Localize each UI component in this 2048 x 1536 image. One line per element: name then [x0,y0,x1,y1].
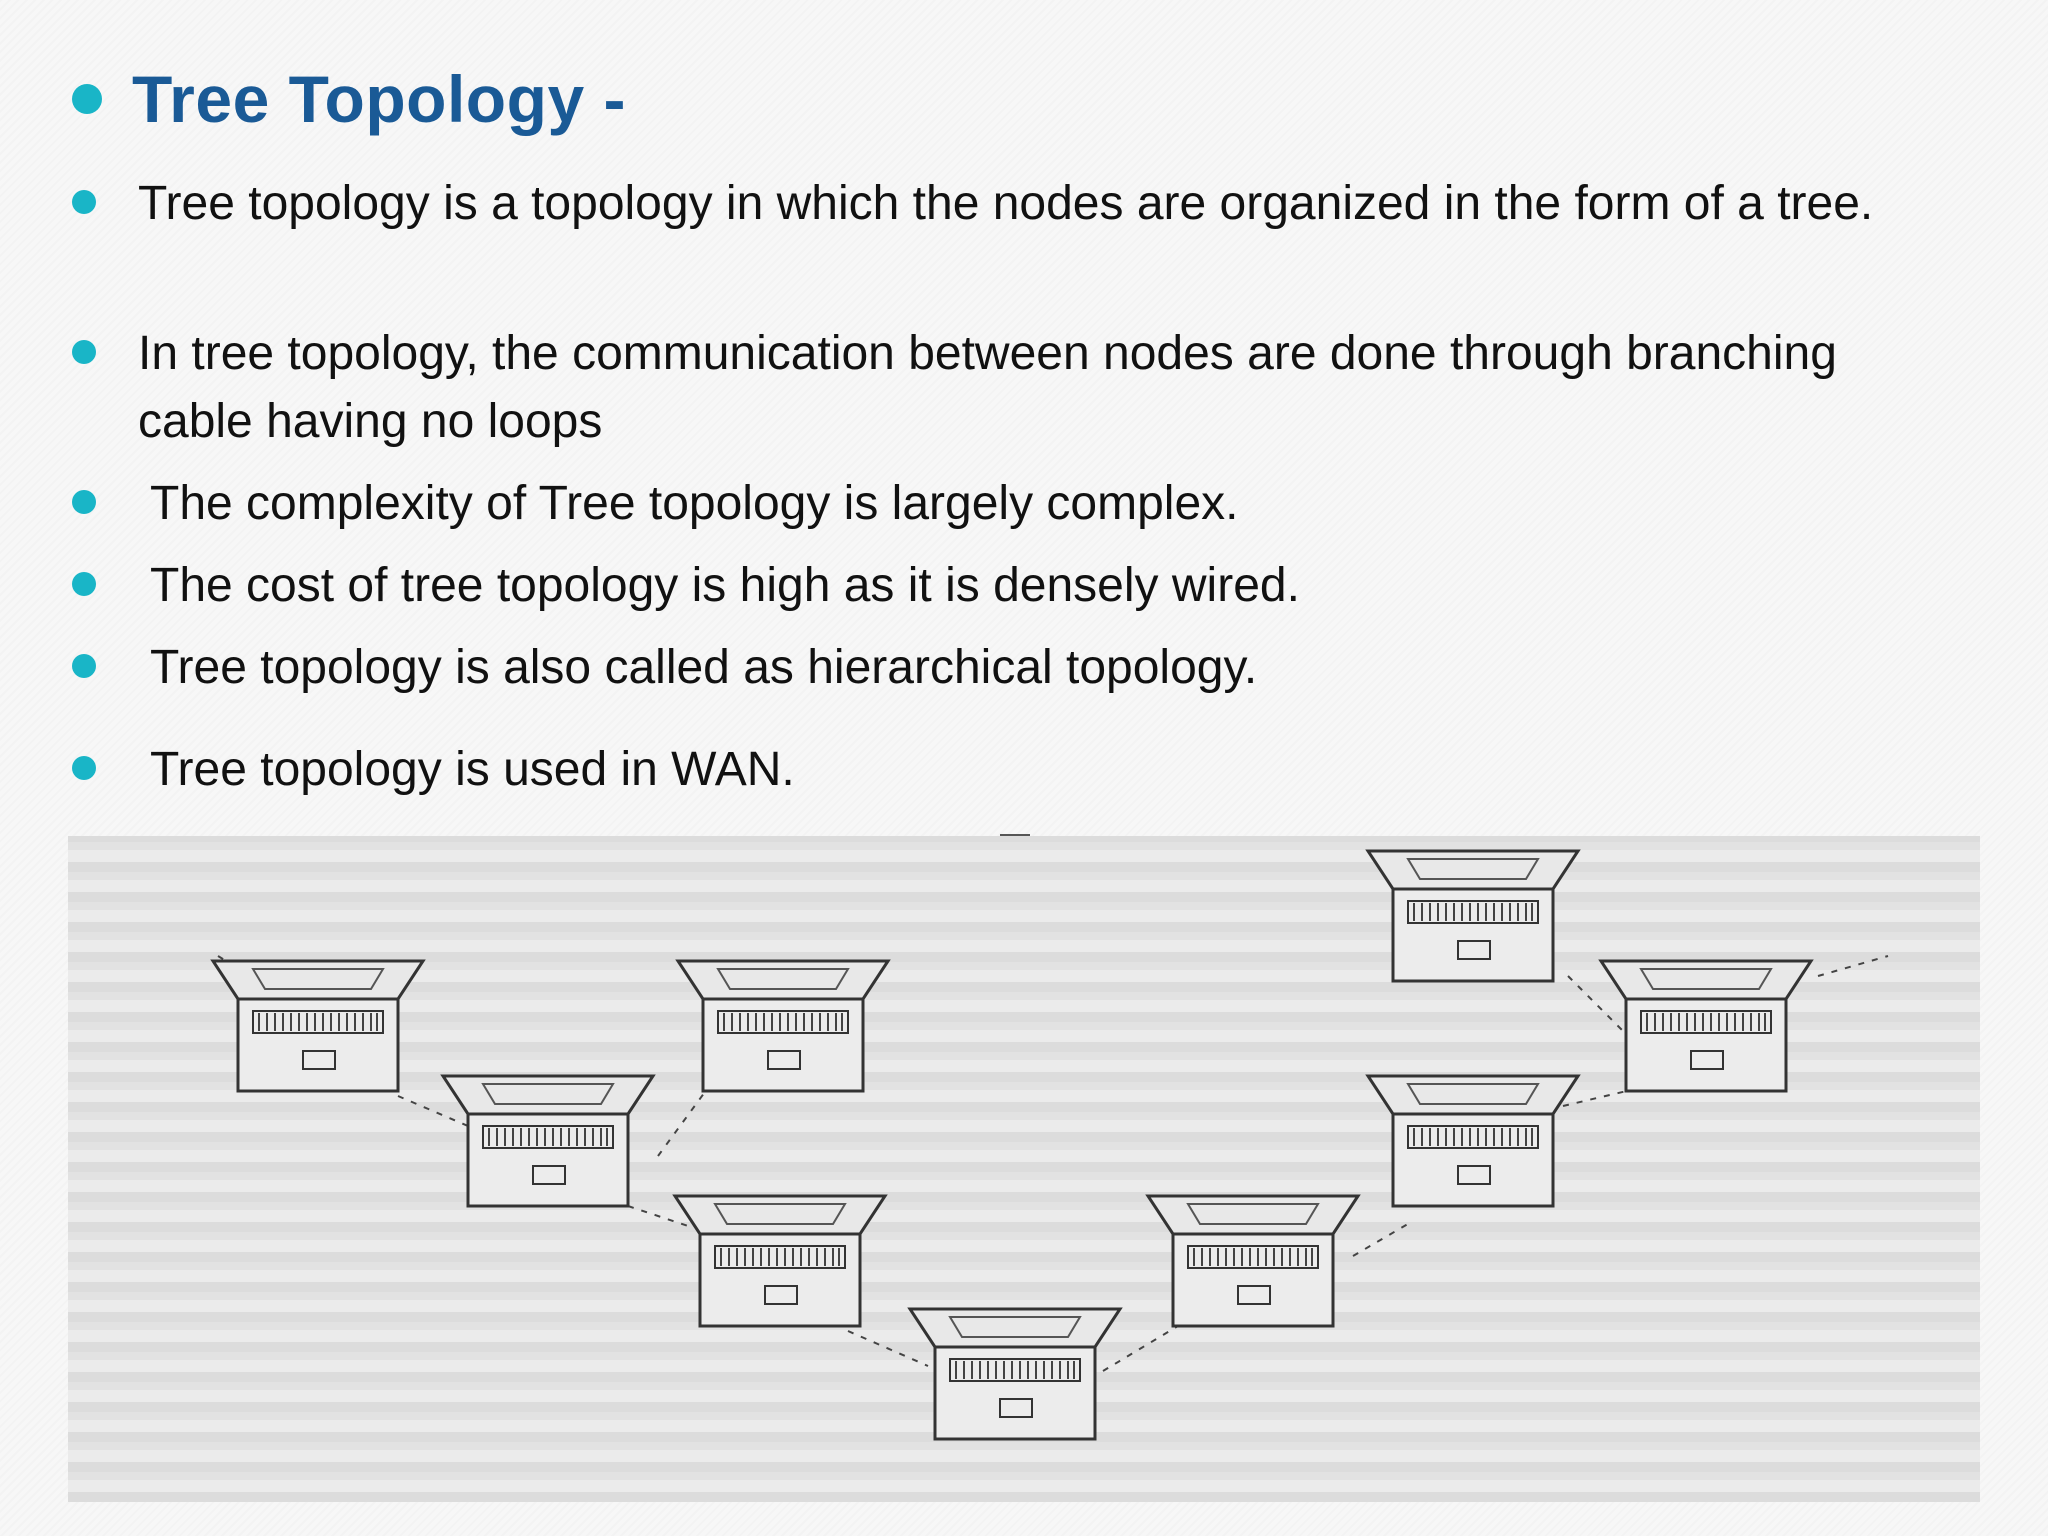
laptop-icon [675,959,891,1093]
bullet-text: The cost of tree topology is high as it … [150,559,1300,612]
network-link [627,1205,689,1227]
bullet-item: Tree topology is used in WAN. [72,736,1980,804]
network-link [1102,1325,1179,1372]
bullet-icon [72,654,96,678]
bullet-icon [72,490,96,514]
slide-title: Tree Topology - [132,62,626,136]
network-link [1817,955,1889,977]
laptop-icon [1365,849,1581,983]
network-link [1567,975,1639,1047]
bullet-text: Tree topology is also called as hierarch… [150,641,1258,694]
slide-title-row: Tree Topology - [72,66,626,132]
laptop-icon [907,1307,1123,1441]
bullet-text: In tree topology, the communication betw… [138,327,1837,448]
laptop-icon [1598,959,1814,1093]
laptop-icon [1365,1074,1581,1208]
laptop-icon [672,1194,888,1328]
bullet-text: Tree topology is a topology in which the… [138,177,1874,230]
bullet-item: The complexity of Tree topology is large… [72,470,1980,538]
network-link [397,1095,504,1142]
tree-topology-figure [68,836,1980,1502]
network-link [657,1080,714,1157]
bullet-icon [72,190,96,214]
bullet-text: Tree topology is used in WAN. [150,743,795,796]
laptop-icon [1145,1194,1361,1328]
bullet-text: The complexity of Tree topology is large… [150,477,1239,530]
tree-topology-diagram [210,849,1889,1441]
bullet-item: In tree topology, the communication betw… [72,320,1838,456]
bullet-item: Tree topology is a topology in which the… [72,170,1968,238]
bullet-item: Tree topology is also called as hierarch… [72,634,1980,702]
network-link [1352,1220,1414,1257]
bullet-item: The cost of tree topology is high as it … [72,552,1980,620]
laptop-icon [210,959,426,1093]
bullet-icon [72,572,96,596]
bullet-icon [72,340,96,364]
title-bullet-icon [72,84,102,114]
network-link [847,1330,929,1367]
laptop-icon [440,1074,656,1208]
bullet-icon [72,756,96,780]
